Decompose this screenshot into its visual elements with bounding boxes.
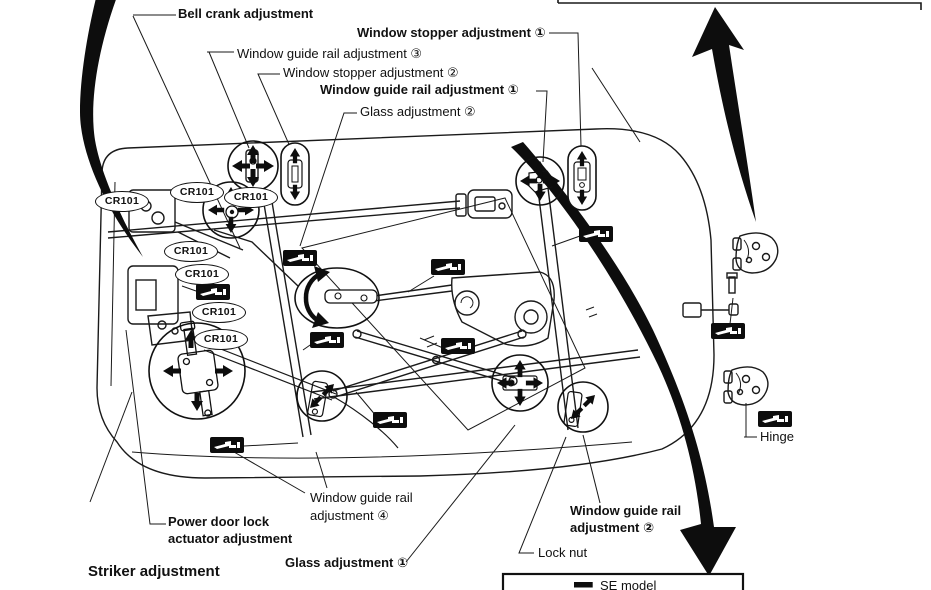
- down-sweep-arrow: [511, 142, 736, 576]
- diagonal-adjust-icon: [296, 370, 348, 422]
- label-hinge: Hinge: [760, 429, 794, 444]
- label-power-door-lock-line1: Power door lock: [168, 514, 270, 529]
- upper-hinge: [732, 232, 779, 274]
- torque-wrench-icon: [283, 250, 317, 266]
- direction-sweep-arrows: [80, 0, 756, 576]
- four-way-adjust-icon: [202, 181, 260, 239]
- label-window-guide-rail-adjustment-4-line2: adjustment ④: [310, 508, 389, 523]
- up-down-adjust-icon: [280, 142, 310, 206]
- up-arrow: [692, 7, 756, 222]
- label-glass-adjustment-1: Glass adjustment ①: [285, 555, 408, 570]
- part-code-tag: CR101: [192, 302, 246, 323]
- up-down-adjust-icon: [567, 145, 597, 211]
- torque-wrench-icon: [441, 338, 475, 354]
- label-power-door-lock-line2: actuator adjustment: [168, 531, 293, 546]
- torque-wrench-icon: [210, 437, 244, 453]
- label-glass-adjustment-2: Glass adjustment ②: [360, 104, 476, 119]
- four-way-adjust-icon: [491, 354, 549, 412]
- left-sweep-arrow: [80, 0, 143, 257]
- adjustment-indicators: [148, 140, 609, 433]
- door-line-art: [89, 0, 922, 563]
- torque-wrench-icon: [196, 284, 230, 300]
- torque-wrench-icon: [711, 323, 745, 339]
- torque-wrench-mini-icon: [574, 582, 593, 588]
- torque-wrench-icon: [310, 332, 344, 348]
- part-code-tag: CR101: [164, 241, 218, 262]
- part-code-tag: CR101: [170, 182, 224, 203]
- four-way-adjust-icon: [148, 320, 246, 420]
- torque-wrench-icon: [758, 411, 792, 427]
- label-window-guide-rail-adjustment-2-line1: Window guide rail: [570, 503, 682, 518]
- label-se-model: SE model: [600, 578, 657, 590]
- torque-wrench-icon: [373, 412, 407, 428]
- label-window-guide-rail-adjustment-4-line1: Window guide rail: [310, 490, 413, 505]
- se-model-box: [501, 572, 745, 590]
- part-code-tag: CR101: [95, 191, 149, 212]
- label-window-stopper-adjustment-1: Window stopper adjustment ①: [357, 25, 546, 40]
- label-window-guide-rail-adjustment-2-line2: adjustment ②: [570, 520, 654, 535]
- door-hinges: [723, 232, 779, 406]
- label-window-guide-rail-adjustment-1: Window guide rail adjustment ①: [320, 82, 519, 97]
- part-code-tag: CR101: [194, 329, 248, 350]
- label-window-stopper-adjustment-2: Window stopper adjustment ②: [283, 65, 459, 80]
- label-bell-crank-adjustment: Bell crank adjustment: [178, 6, 314, 21]
- rotate-adjust-icon: [294, 266, 380, 329]
- torque-wrench-icon: [579, 226, 613, 242]
- part-code-tag: CR101: [175, 264, 229, 285]
- lower-hinge: [723, 366, 769, 406]
- four-way-adjust-icon: [227, 140, 279, 192]
- label-window-guide-rail-adjustment-3: Window guide rail adjustment ③: [237, 46, 423, 61]
- four-way-adjust-icon: [515, 156, 565, 206]
- part-code-tag: CR101: [224, 187, 278, 208]
- diagonal-adjust-icon: [557, 381, 609, 433]
- label-striker-adjustment: Striker adjustment: [88, 563, 220, 580]
- torque-wrench-icon: [431, 259, 465, 275]
- label-lock-nut: Lock nut: [538, 545, 588, 560]
